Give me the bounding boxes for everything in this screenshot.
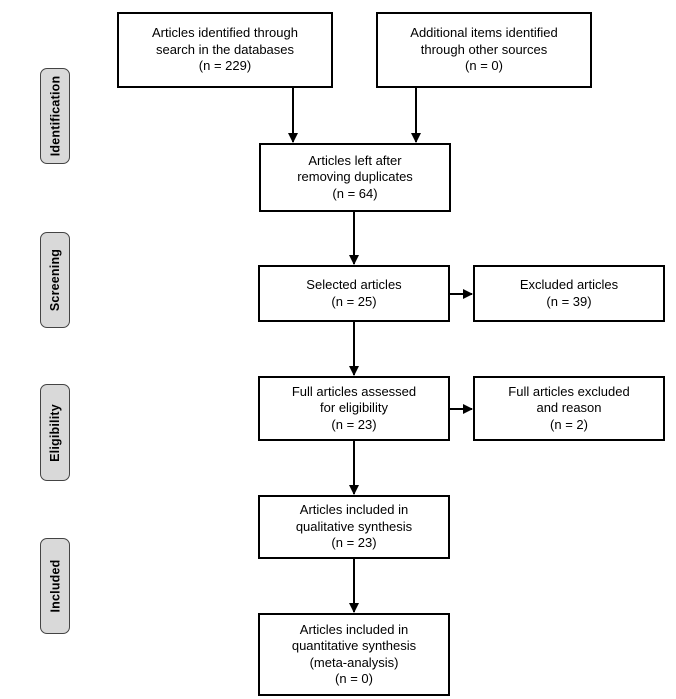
box-full-excluded-line-2: and reason <box>536 400 602 416</box>
box-full-assessed: Full articles assessed for eligibility (… <box>258 376 450 441</box>
box-qualitative-line-2: qualitative synthesis <box>295 518 413 534</box>
box-additional-sources-line-2: through other sources <box>420 41 548 57</box>
box-additional-sources-line-3: (n = 0) <box>465 58 503 74</box>
box-after-duplicates-line-1: Articles left after <box>308 152 402 168</box>
box-after-duplicates: Articles left after removing duplicates … <box>259 143 451 212</box>
box-after-duplicates-line-3: (n = 64) <box>332 185 378 201</box>
box-selected-line-2: (n = 25) <box>331 293 377 309</box>
box-excluded: Excluded articles (n = 39) <box>473 265 665 322</box>
box-qualitative-line-3: (n = 23) <box>331 535 377 551</box>
stage-included: Included <box>40 538 70 634</box>
box-identified-databases-line-2: search in the databases <box>155 41 295 57</box>
box-additional-sources: Additional items identified through othe… <box>376 12 592 88</box>
box-selected-line-1: Selected articles <box>306 277 402 292</box>
box-qualitative: Articles included in qualitative synthes… <box>258 495 450 559</box>
box-full-assessed-line-1: Full articles assessed <box>291 383 417 399</box>
box-after-duplicates-line-2: removing duplicates <box>297 169 413 185</box>
box-full-assessed-line-2: for eligibility <box>320 400 388 416</box>
box-excluded-line-1: Excluded articles <box>519 277 619 292</box>
box-quantitative-line-2: quantitative synthesis <box>291 638 417 653</box>
stage-identification: Identification <box>40 68 70 164</box>
box-full-excluded-line-3: (n = 2) <box>550 416 588 432</box>
box-quantitative-line-1: Articles included in <box>299 621 409 637</box>
box-identified-databases-line-1: Articles identified through <box>152 25 298 41</box>
stage-screening: Screening <box>40 232 70 328</box>
box-qualitative-line-1: Articles included in <box>299 502 409 518</box>
box-selected: Selected articles (n = 25) <box>258 265 450 322</box>
box-identified-databases-line-3: (n = 229) <box>198 58 252 74</box>
stage-eligibility: Eligibility <box>40 384 70 481</box>
box-additional-sources-line-1: Additional items identified <box>410 25 558 41</box>
box-full-assessed-line-3: (n = 23) <box>331 416 377 432</box>
box-identified-databases: Articles identified through search in th… <box>117 12 333 88</box>
box-full-excluded-line-1: Full articles excluded <box>508 383 630 399</box>
box-quantitative-line-3: (meta-analysis) <box>309 654 399 670</box>
box-quantitative-line-4: (n = 0) <box>335 671 373 686</box>
box-excluded-line-2: (n = 39) <box>546 293 592 309</box>
box-full-excluded: Full articles excluded and reason (n = 2… <box>473 376 665 441</box>
box-quantitative: Articles included in quantitative synthe… <box>258 613 450 696</box>
